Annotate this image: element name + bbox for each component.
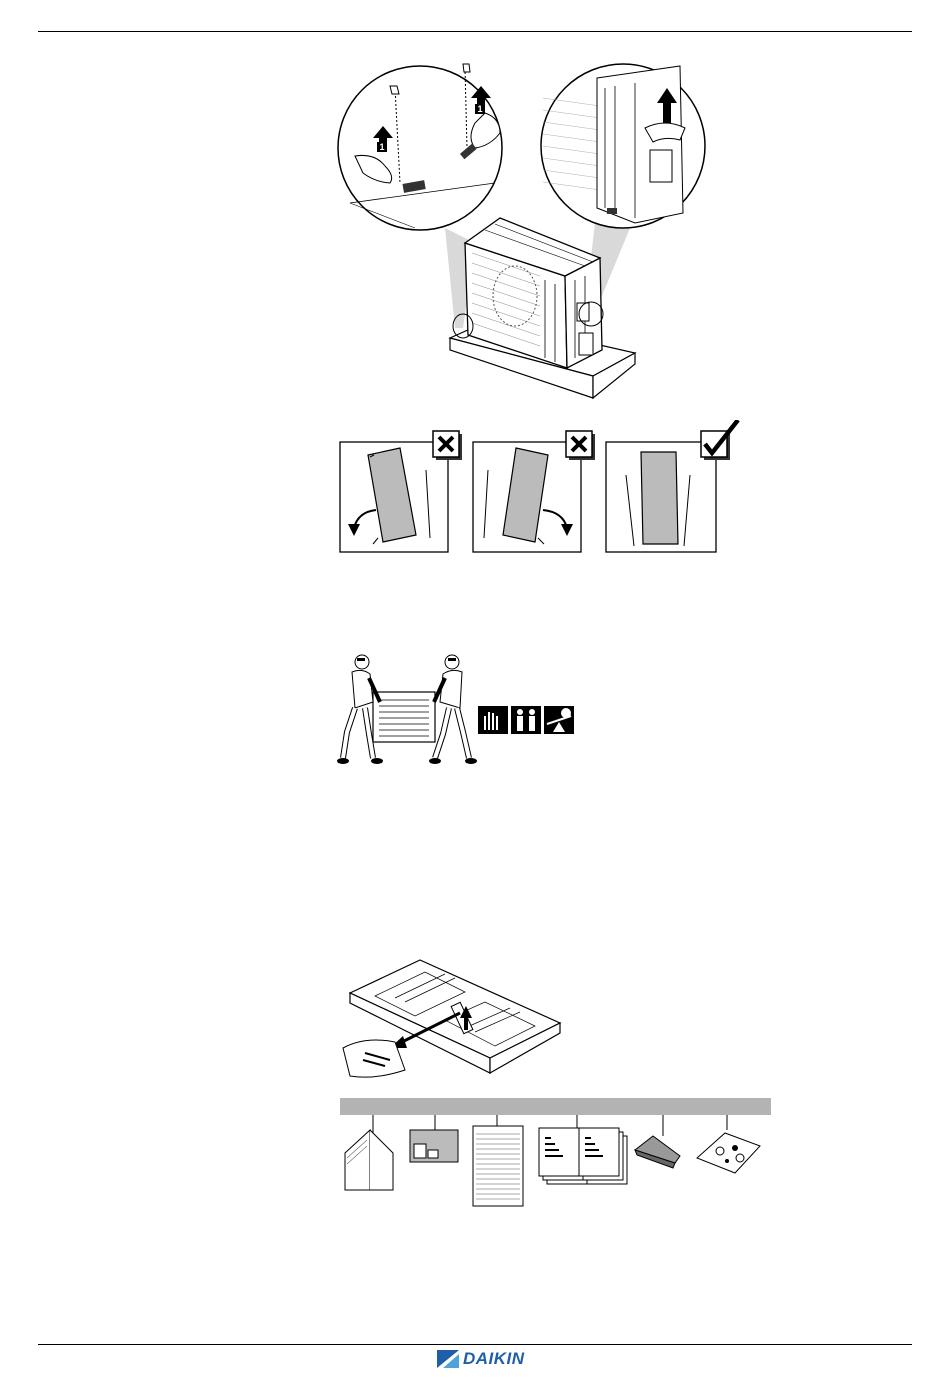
manual-booklet-icon [345,1130,393,1190]
accessories-figure [335,958,775,1213]
accessories-bar [340,1098,771,1115]
parts-bag-icon [697,1133,760,1173]
accessories-illustration [335,958,775,1213]
tilt-handling-illustration [338,420,748,555]
cross-mark-icon [433,431,462,460]
label-sheet-icon [410,1130,458,1162]
heavy-weight-icon [544,706,574,734]
header-rule [38,31,912,32]
panel-tilt-left-wrong [340,431,462,552]
wedge-part-icon [635,1136,680,1168]
document-sheet-icon [473,1126,523,1206]
carrying-figure [335,650,580,770]
person-right [429,655,477,764]
unpacking-illustration: 1 1 [335,58,745,413]
panel-upright-correct [606,420,738,552]
daikin-logo: DAIKIN [437,1348,547,1370]
unpacking-figure: 1 1 [335,58,745,413]
footer-rule [38,1344,912,1345]
check-mark-icon [701,420,738,460]
cross-mark-icon [566,431,595,460]
step-marker-left: 1 [379,142,384,152]
panel-tilt-right-wrong [473,431,595,552]
energy-labels-icon [539,1128,627,1184]
tilt-handling-figure [338,420,748,555]
carrying-illustration [335,650,580,770]
daikin-mark-icon [437,1350,459,1368]
brand-name: DAIKIN [463,1349,525,1369]
step-marker-right: 1 [477,104,482,114]
gloves-icon [478,706,508,734]
two-persons-icon [511,706,541,734]
